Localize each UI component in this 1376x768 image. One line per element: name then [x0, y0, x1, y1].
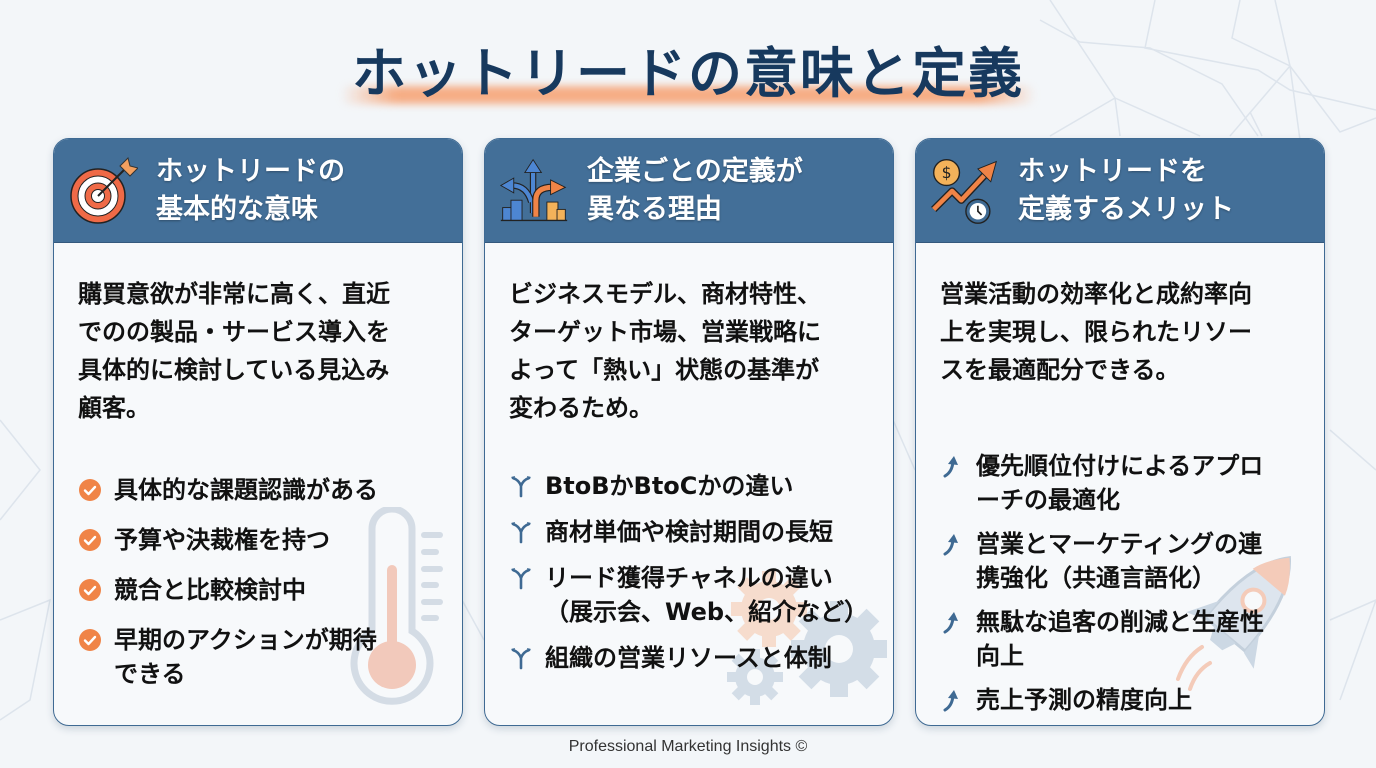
- list-item-text: 競合と比較検討中: [114, 576, 306, 604]
- card-title: ホットリードの 基本的な意味: [156, 155, 345, 225]
- list-item: 組織の営業リソースと体制: [509, 641, 869, 675]
- list-item: 早期のアクションが期待 できる: [78, 623, 438, 691]
- rocket-icon: [1176, 556, 1291, 691]
- list-item-text: 無駄な追客の削減と生産性 向上: [976, 608, 1264, 670]
- list-item: 優先順位付けによるアプロ ーチの最適化: [940, 449, 1300, 517]
- card-description: 購買意欲が非常に高く、直近 でのの製品・サービス導入を 具体的に検討している見込…: [78, 280, 390, 422]
- curved-up-arrow-icon: [943, 456, 958, 478]
- list-item: 予算や決裁権を持つ: [78, 523, 438, 557]
- list-item: リード獲得チャネルの違い （展示会、Web、紹介など）: [509, 561, 869, 629]
- list-item-text: 組織の営業リソースと体制: [545, 644, 832, 672]
- list-item-text: 売上予測の精度向上: [976, 686, 1192, 714]
- card-header: $ ホットリードを 定義するメリット: [916, 139, 1324, 243]
- curved-up-arrow-icon: [943, 690, 958, 712]
- curved-up-arrow-icon: [943, 534, 958, 556]
- branching-arrows-buildings-icon: [499, 158, 568, 221]
- list-item: 競合と比較検討中: [78, 573, 438, 607]
- gears-icon: [727, 571, 887, 705]
- fork-icon: [511, 568, 531, 590]
- card-definition-benefits: $ ホットリードを 定義するメリット 営業活動の効率化と成約率向 上を実現し、限…: [915, 138, 1325, 726]
- check-circle-icon: [79, 479, 101, 501]
- list-item: 営業とマーケティングの連 携強化（共通言語化）: [940, 527, 1300, 595]
- card-body: 購買意欲が非常に高く、直近 でのの製品・サービス導入を 具体的に検討している見込…: [54, 243, 462, 691]
- check-circle-icon: [79, 629, 101, 651]
- page-title-text: ホットリードの意味と定義: [352, 42, 1024, 105]
- card-definition-differences: 企業ごとの定義が 異なる理由 ビジネスモデル、商材特性、 ターゲット市場、営業戦…: [484, 138, 894, 726]
- growth-chart-money-clock-icon: $: [931, 158, 998, 224]
- fork-icon: [511, 476, 531, 498]
- footer-credit: Professional Marketing Insights ©: [568, 738, 808, 755]
- card-title: 企業ごとの定義が 異なる理由: [587, 155, 803, 225]
- card-header: ホットリードの 基本的な意味: [54, 139, 462, 243]
- card-header: 企業ごとの定義が 異なる理由: [485, 139, 893, 243]
- card-basic-meaning: ホットリードの 基本的な意味 購買意欲が非常に高く、直近 でのの製品・サービス導…: [53, 138, 463, 726]
- svg-text:$: $: [942, 163, 952, 182]
- check-circle-icon: [79, 529, 101, 551]
- list-item-text: 具体的な課題認識がある: [114, 476, 378, 504]
- list-item-text: 予算や決裁権を持つ: [114, 526, 330, 554]
- check-circle-icon: [79, 579, 101, 601]
- curved-up-arrow-icon: [943, 612, 958, 634]
- card-body: ビジネスモデル、商材特性、 ターゲット市場、営業戦略に よって「熱い」状態の基準…: [485, 243, 893, 675]
- list-item-text: リード獲得チャネルの違い （展示会、Web、紹介など）: [545, 564, 869, 626]
- list-item-text: BtoBかBtoCかの違い: [545, 472, 794, 500]
- list-item-text: 営業とマーケティングの連 携強化（共通言語化）: [976, 530, 1263, 592]
- card-title: ホットリードを 定義するメリット: [1018, 155, 1234, 225]
- card-body: 営業活動の効率化と成約率向 上を実現し、限られたリソー スを最適配分できる。 優…: [916, 243, 1324, 717]
- thermometer-icon: [350, 507, 443, 705]
- list-item: 商材単価や検討期間の長短: [509, 515, 869, 549]
- list-item: 売上予測の精度向上: [940, 683, 1300, 717]
- card-description: ビジネスモデル、商材特性、 ターゲット市場、営業戦略に よって「熱い」状態の基準…: [509, 280, 821, 422]
- card-description: 営業活動の効率化と成約率向 上を実現し、限られたリソー スを最適配分できる。: [940, 280, 1252, 384]
- target-arrow-icon: [70, 156, 138, 224]
- reason-list: BtoBかBtoCかの違い 商材単価や検討期間の長短 リード獲得チャネルの違い …: [509, 469, 869, 675]
- list-item-text: 優先順位付けによるアプロ ーチの最適化: [976, 452, 1264, 514]
- benefit-list: 優先順位付けによるアプロ ーチの最適化 営業とマーケティングの連 携強化（共通言…: [940, 449, 1300, 717]
- list-item-text: 早期のアクションが期待 できる: [114, 626, 377, 688]
- list-item: BtoBかBtoCかの違い: [509, 469, 869, 503]
- page-title: ホットリードの意味と定義: [340, 38, 1036, 110]
- list-item: 具体的な課題認識がある: [78, 473, 438, 507]
- fork-icon: [511, 522, 531, 544]
- list-item: 無駄な追客の削減と生産性 向上: [940, 605, 1300, 673]
- title-wrap: ホットリードの意味と定義: [0, 38, 1376, 110]
- list-item-text: 商材単価や検討期間の長短: [545, 518, 833, 546]
- fork-icon: [511, 648, 531, 670]
- feature-list: 具体的な課題認識がある 予算や決裁権を持つ 競合と比較検討中 早期のアクションが…: [78, 473, 438, 691]
